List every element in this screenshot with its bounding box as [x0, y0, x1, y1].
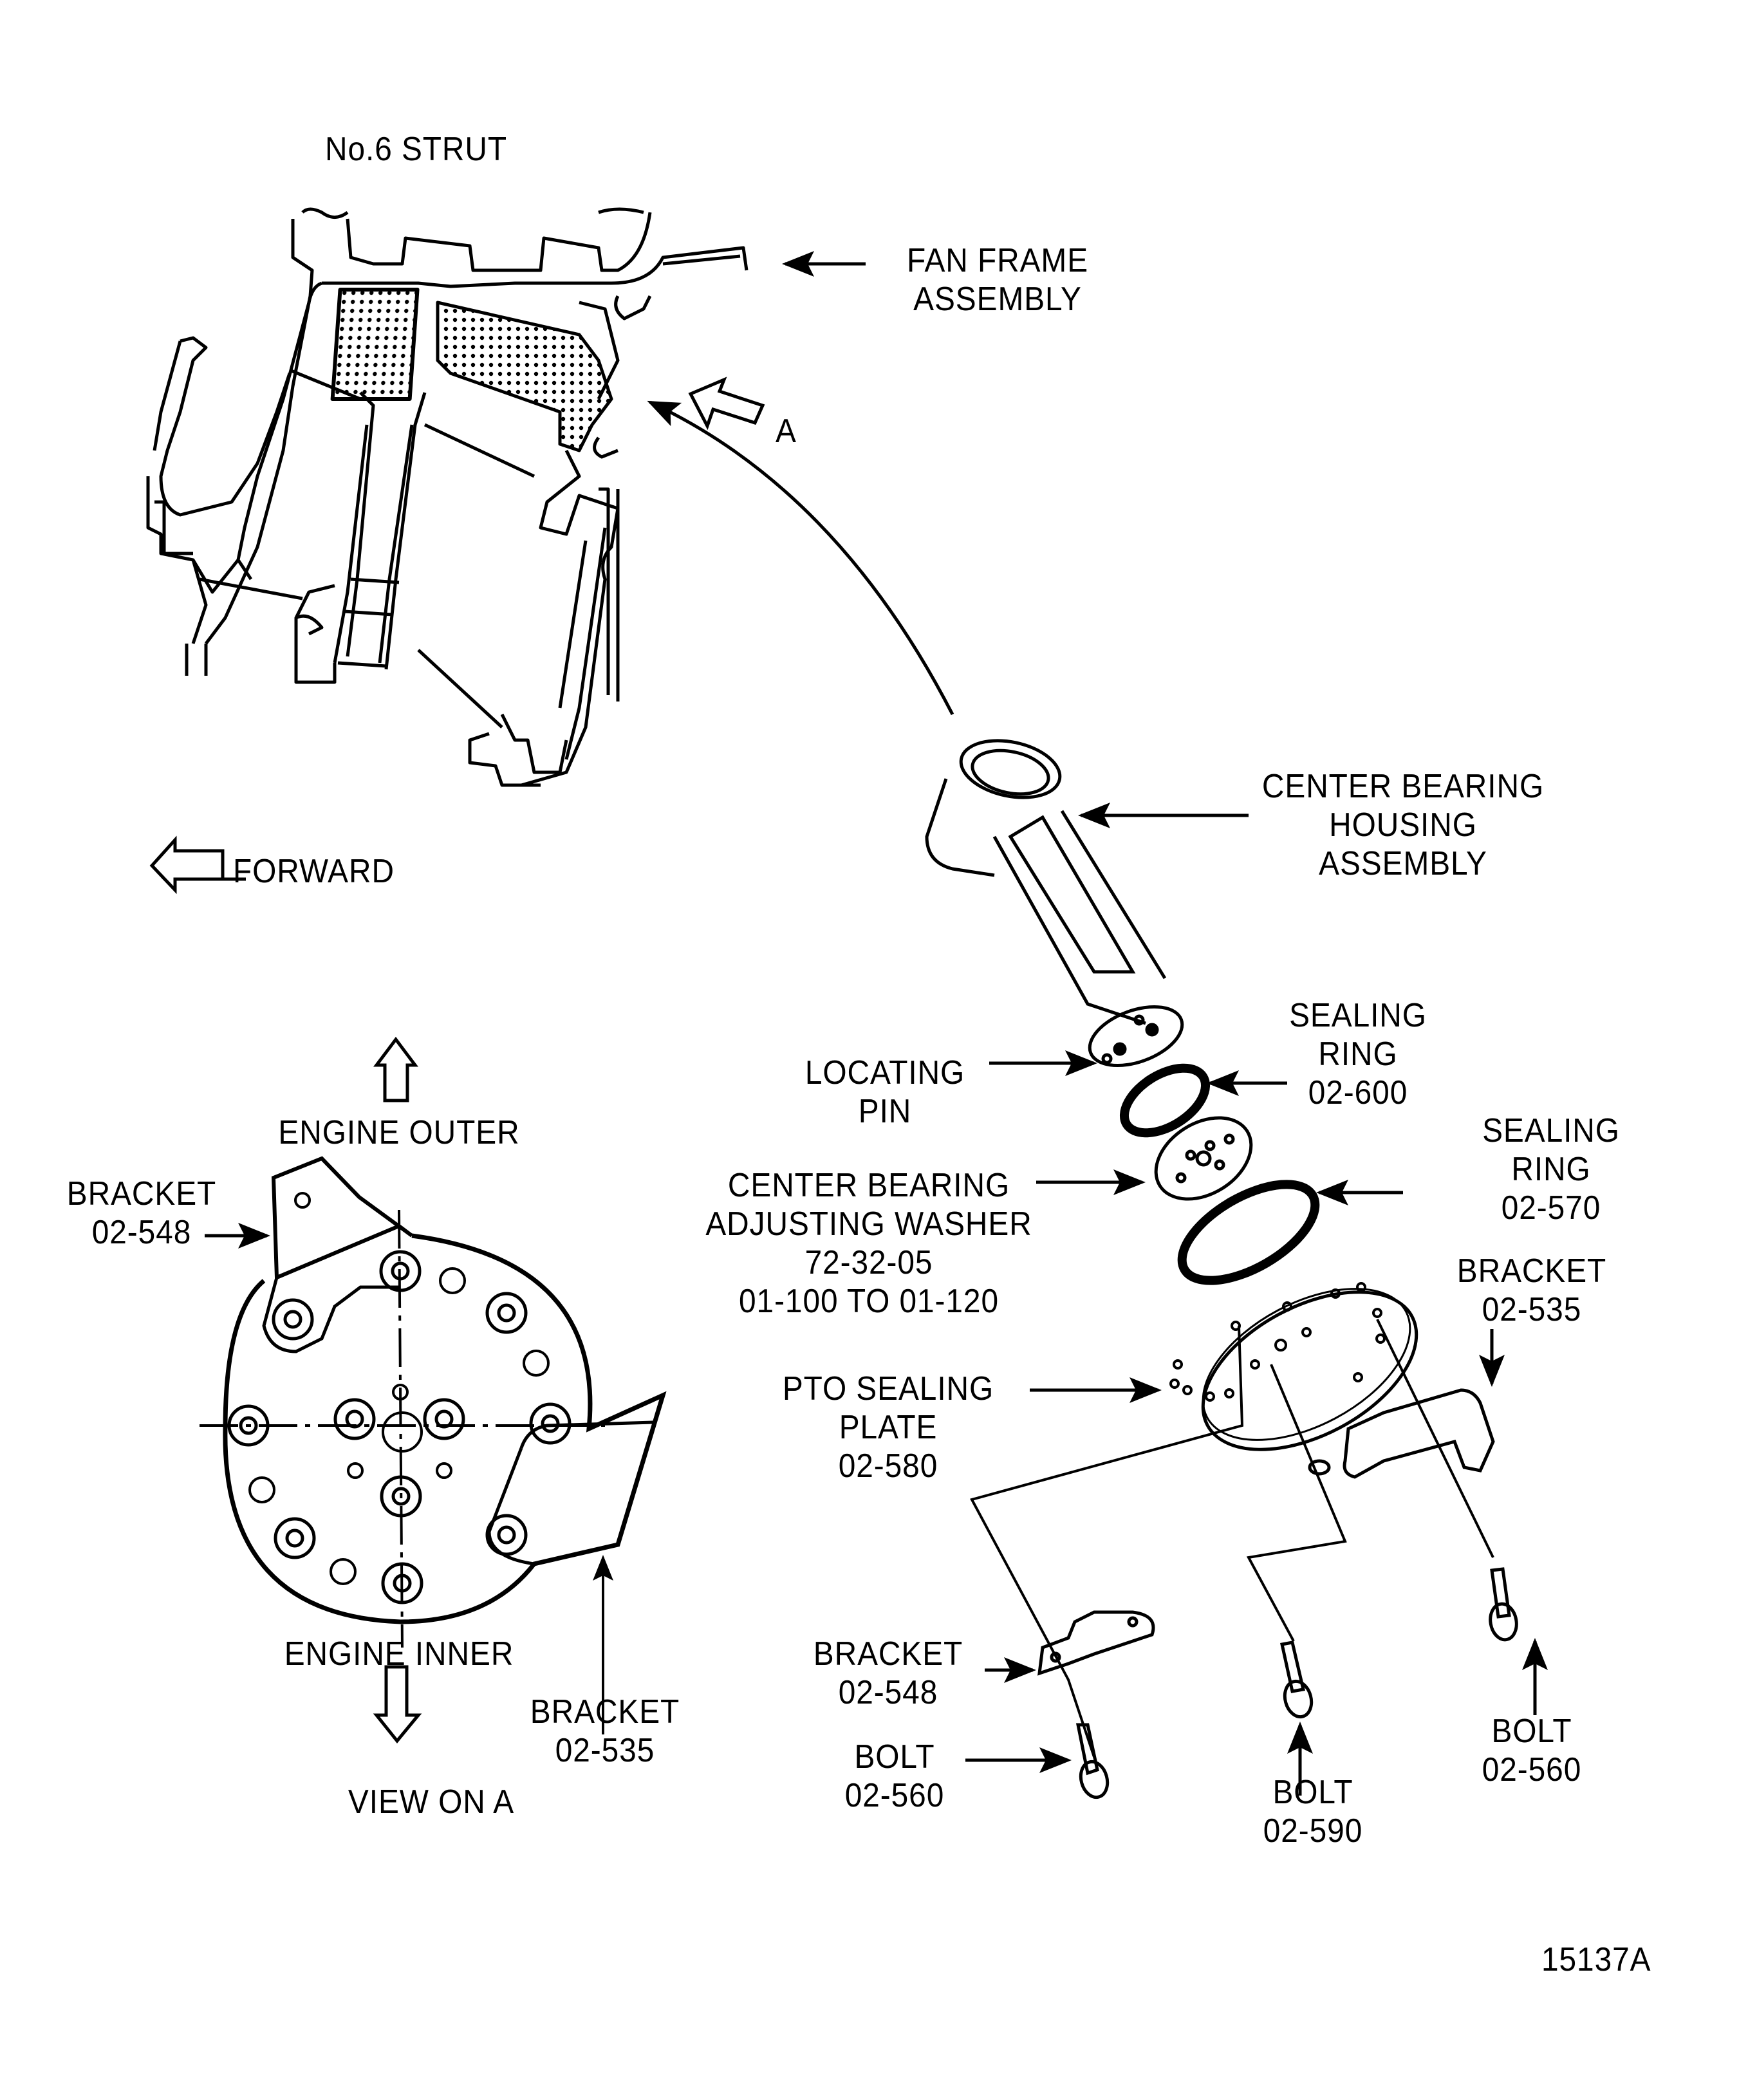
- label-line: 02-560: [844, 1777, 945, 1814]
- view-bracket-02-535-label: BRACKET 02-535: [516, 1693, 694, 1770]
- engine-inner-arrow-icon: [373, 1665, 422, 1743]
- sealing-ring-02-570-label: SEALING RING 02-570: [1462, 1111, 1640, 1227]
- label-line: PLATE: [839, 1409, 938, 1446]
- label-line: 01-100 TO 01-120: [739, 1283, 999, 1320]
- strut-title: No.6 STRUT: [325, 131, 508, 168]
- bolt-02-560-left-label: BOLT 02-560: [824, 1738, 966, 1815]
- bracket-02-548-label: BRACKET 02-548: [799, 1635, 977, 1712]
- label-line: SEALING: [1289, 997, 1427, 1034]
- sealing-ring-02-600: [1119, 1063, 1211, 1138]
- bracket-02-535-label: BRACKET 02-535: [1443, 1252, 1621, 1329]
- flange-bolt: [379, 1250, 422, 1292]
- pto-sealing-plate-label: PTO SEALING PLATE 02-580: [764, 1370, 1012, 1485]
- label-line: 02-590: [1263, 1812, 1363, 1850]
- view-on-a-caption: VIEW ON A: [348, 1783, 515, 1821]
- view-a-leader: [647, 400, 954, 716]
- bracket-02-535-drawing: [1308, 1388, 1495, 1479]
- label-line: BOLT: [1491, 1713, 1572, 1750]
- label-line: PIN: [858, 1093, 912, 1130]
- label-line: ASSEMBLY: [1319, 845, 1487, 882]
- forward-label: FORWARD: [233, 853, 395, 890]
- pto-sealing-plate-drawing: [1169, 1282, 1418, 1451]
- view-bracket-02-548-label: BRACKET 02-548: [53, 1175, 230, 1252]
- label-line: 02-535: [555, 1732, 655, 1769]
- flange-bolt: [381, 1562, 423, 1604]
- bolt-02-590-drawing: [1280, 1640, 1314, 1719]
- flange-bolt: [485, 1514, 528, 1556]
- center-bearing-housing-label: CENTER BEARING HOUSING ASSEMBLY: [1237, 767, 1568, 883]
- view-a-marker: A: [776, 413, 797, 450]
- figure-id: 15137A: [1541, 1941, 1651, 1978]
- strut-section-drawing: [146, 207, 748, 787]
- label-line: BRACKET: [1456, 1252, 1607, 1290]
- label-line: RING: [1511, 1151, 1591, 1188]
- label-line: LOCATING: [804, 1054, 965, 1092]
- view-on-a-flange-drawing: [200, 1156, 667, 1648]
- sealing-ring-02-570: [1177, 1180, 1320, 1285]
- bolt-02-590-label: BOLT 02-590: [1242, 1773, 1384, 1850]
- view-a-arrow-icon: [688, 376, 765, 431]
- flange-bolt: [274, 1517, 316, 1559]
- label-line: BOLT: [854, 1738, 935, 1776]
- flange-bolt: [333, 1398, 376, 1440]
- label-line: HOUSING: [1329, 806, 1477, 844]
- label-line: SEALING: [1482, 1112, 1620, 1149]
- bolt-02-560-right-label: BOLT 02-560: [1461, 1712, 1603, 1789]
- label-line: 02-570: [1501, 1189, 1601, 1227]
- bracket-02-548-drawing: [1037, 1610, 1155, 1676]
- label-line: 02-600: [1308, 1074, 1408, 1111]
- bolt-02-560-left-drawing: [1075, 1723, 1110, 1799]
- flange-bolt: [227, 1404, 270, 1447]
- label-line: BRACKET: [530, 1693, 680, 1731]
- engine-outer-label: ENGINE OUTER: [278, 1114, 520, 1151]
- label-line: 72-32-05: [804, 1244, 933, 1281]
- label-line: PTO SEALING: [782, 1370, 994, 1408]
- bolt-02-560-right-drawing: [1489, 1567, 1518, 1642]
- label-line: RING: [1318, 1036, 1398, 1073]
- assembly-centerlines: [970, 1319, 1494, 1758]
- flange-bolt: [485, 1292, 528, 1334]
- label-line: ASSEMBLY: [913, 281, 1082, 318]
- label-line: ADJUSTING WASHER: [705, 1205, 1032, 1243]
- adjusting-washer-label: CENTER BEARING ADJUSTING WASHER 72-32-05…: [685, 1166, 1052, 1321]
- label-line: 02-548: [91, 1214, 192, 1251]
- label-line: BRACKET: [66, 1175, 217, 1213]
- sealing-ring-02-600-label: SEALING RING 02-600: [1269, 996, 1447, 1112]
- label-line: CENTER BEARING: [727, 1167, 1010, 1204]
- label-line: FAN FRAME: [906, 242, 1089, 279]
- label-line: 02-535: [1482, 1291, 1582, 1328]
- flange-bolt: [423, 1398, 465, 1440]
- label-line: 02-560: [1482, 1751, 1582, 1789]
- label-line: BOLT: [1272, 1774, 1353, 1811]
- forward-arrow-icon: [149, 835, 246, 895]
- label-line: BRACKET: [813, 1635, 963, 1673]
- fan-frame-label: FAN FRAME ASSEMBLY: [885, 241, 1110, 319]
- adjusting-washer-drawing: [1154, 1116, 1253, 1201]
- engine-outer-arrow-icon: [373, 1036, 418, 1102]
- label-line: 02-548: [838, 1674, 938, 1711]
- flange-bolt: [380, 1475, 422, 1518]
- label-line: CENTER BEARING: [1261, 768, 1545, 805]
- center-bearing-housing-drawing: [925, 739, 1184, 1068]
- flange-bolt: [529, 1402, 572, 1445]
- engine-inner-label: ENGINE INNER: [284, 1635, 514, 1673]
- flange-bolt: [272, 1298, 314, 1341]
- label-line: 02-580: [838, 1447, 938, 1485]
- locating-pin-label: LOCATING PIN: [781, 1054, 989, 1131]
